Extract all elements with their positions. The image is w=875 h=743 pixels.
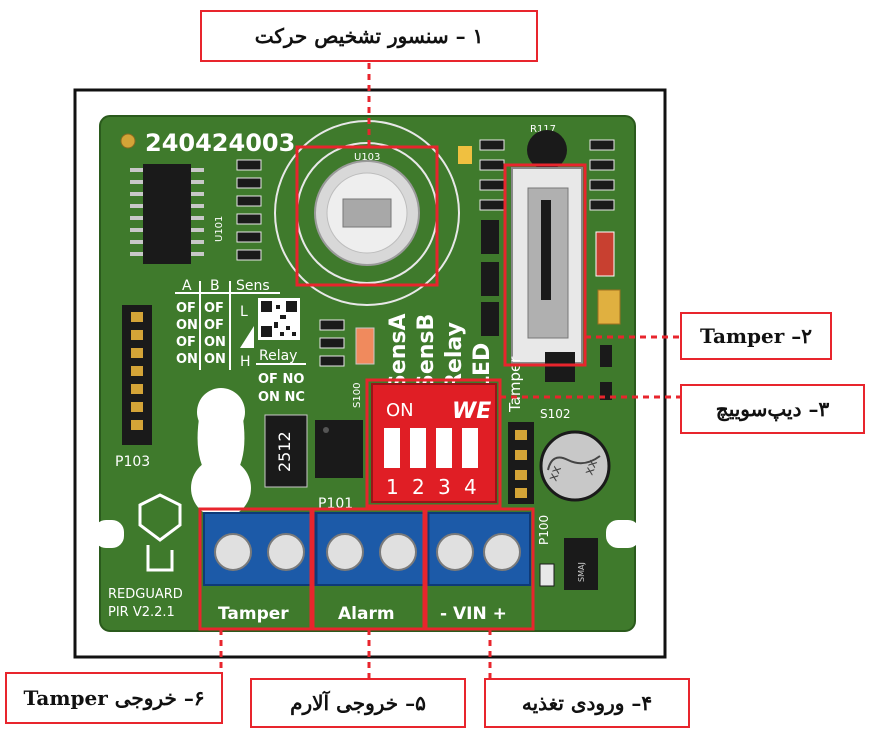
callout-alarm-output: ۵– خروجی آلارم [250,678,466,728]
smd-column-mid [319,319,345,367]
r117-label: R117 [530,124,556,135]
mode-a-row4: ON [176,352,198,367]
callout-tamper-output: ۶– خروجی Tamper [5,672,223,724]
lens-ring [274,120,460,306]
qr-code [258,298,300,340]
smd-diode [564,538,598,590]
keyhole-bottom [191,458,251,518]
sens-low: L [240,304,248,320]
dip-num-4: 4 [464,475,477,499]
cap-mark-line [547,455,601,471]
callout-tamper: Tamper –۲ [680,312,832,360]
highlight-tamper [503,163,587,367]
terminal-alarm-label: Alarm [338,604,395,624]
relay-chip [315,420,363,478]
mode-b-row3: ON [204,335,226,350]
mount-notch-right [606,520,640,548]
mode-header-a: A [182,278,192,294]
mode-a-row1: OF [176,301,196,316]
redguard-logo [138,493,182,572]
small-cap-right [600,345,612,367]
sens-high: H [240,354,251,370]
led [355,327,375,365]
cap-mark-2: xx [582,457,601,477]
jumper-column [481,220,499,336]
sens-wedge [240,326,254,348]
via-pad [120,133,136,149]
dip-label-sensb: SensB [414,314,439,390]
highlight-dip [365,378,502,508]
mode-b-row1: OF [204,301,224,316]
tamper-vertical-label: Tamper [506,356,524,413]
p100-label: P100 [537,515,551,545]
p103-label: P103 [115,454,150,470]
dip-label-led: LED [470,343,495,390]
mode-table-lines [175,281,280,370]
mode-b-row4: ON [204,352,226,367]
s100-label: S100 [352,383,363,408]
diode-mark: SMAJ [577,562,586,582]
dip-on-label: ON [386,400,414,421]
relay-chip-dot [323,427,329,433]
ic-u101 [130,164,204,264]
callout-motion-sensor: ۱ – سنسور تشخیص حرکت [200,10,538,62]
terminal-tamper-label: Tamper [218,604,289,624]
dip-num-2: 2 [412,475,425,499]
tamper-base [545,352,575,382]
dip-logo: WE [452,399,491,424]
s102-label: S102 [540,407,571,421]
pir-window [342,198,392,228]
resistor-label: 2512 [275,431,294,472]
relay-label: Relay [259,348,297,364]
small-smd-bottom [539,563,555,587]
highlight-sensor [295,145,439,287]
dip-levers[interactable] [384,428,478,468]
mode-a-row3: OF [176,335,196,350]
cap-mark-1: xx [546,463,565,483]
tantalum-cap [597,289,621,325]
resistor-2512 [264,414,308,488]
terminal-vin-label: - VIN + [440,604,507,624]
mount-notch-left [94,520,124,548]
version-label: PIR V2.2.1 [108,605,175,620]
tamper-slot [541,200,551,300]
mode-a-row2: ON [176,318,198,333]
smd-column-left [236,159,262,261]
diode-red [595,231,615,277]
relay-opt-1: OF NO [258,372,304,387]
dip-label-sensa: SensA [386,313,411,390]
mode-header-b: B [210,278,220,294]
brand-label: REDGUARD [108,587,183,602]
dip-num-3: 3 [438,475,451,499]
highlight-tamper-out [198,507,313,631]
mode-b-row2: OF [204,318,224,333]
callout-dip-switch: ۳– دیپ‌سوییچ [680,384,865,434]
u103-label: U103 [354,152,380,163]
mode-header-sens: Sens [236,278,270,294]
u101-label: U101 [214,216,225,242]
serial-number: 240424003 [145,129,295,157]
dip-num-1: 1 [386,475,399,499]
transistor-r117 [527,130,567,170]
highlight-vin [424,507,535,631]
terminal-blocks [203,512,531,586]
relay-opt-2: ON NC [258,390,305,405]
callout-power-input: ۴– ورودی تغذیه [484,678,690,728]
capacitor-small [458,146,472,164]
electrolytic-cap [539,430,611,502]
